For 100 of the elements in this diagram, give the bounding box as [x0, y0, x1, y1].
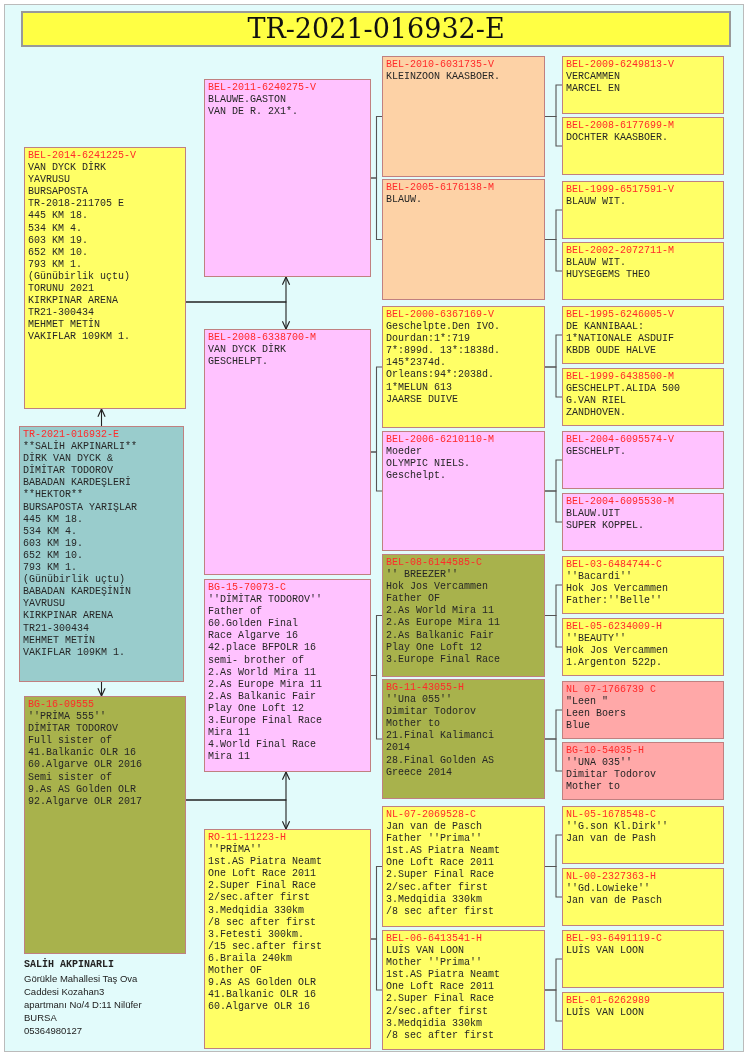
pedigree-card	[562, 431, 724, 489]
ring-number: BEL-2000-6367169-V	[386, 309, 496, 321]
pedigree-text: BABADAN KARDEŞLERİ	[23, 477, 133, 489]
pedigree-text: 1*MELUN 613	[386, 381, 453, 394]
ring-number: NL 07-1766739 C	[566, 684, 657, 696]
pedigree-text: One Loft Race 2011	[386, 857, 496, 869]
pedigree-text: 2.Super Final Race	[386, 993, 496, 1006]
ring-number: BEL-01-6262989	[566, 995, 651, 1006]
ring-number: BEL-2004-6095574-V	[566, 434, 676, 447]
pedigree-text: Mira 11	[208, 727, 251, 739]
connector-line	[544, 865, 563, 898]
pedigree-text: Mother ''Prima''	[386, 957, 483, 969]
pedigree-text: 9.As AS Golden OLR	[208, 977, 318, 989]
pedigree-text: VAN DYCK DİRK	[208, 344, 287, 357]
pedigree-text: Geschelpt.	[386, 470, 447, 483]
pedigree-card	[204, 79, 371, 277]
pedigree-text: Jan van de Pasch	[386, 821, 483, 833]
pedigree-text: 21.Final Kalimanci	[386, 730, 496, 743]
pedigree-text: LUİS VAN LOON	[566, 945, 645, 958]
pedigree-text: 60.Golden Final	[208, 618, 299, 630]
pedigree-text: 2.As Balkanic Fair	[208, 690, 318, 703]
pedigree-text: KIRKPINAR ARENA	[23, 610, 114, 623]
pedigree-text: Hok Jos Vercammen	[386, 581, 490, 593]
pedigree-text: Geschelpte.Den IVO.	[386, 321, 502, 333]
arrow	[185, 799, 291, 830]
arrow	[97, 681, 106, 697]
pedigree-text: MEHMET METİN	[23, 634, 96, 647]
arrow	[185, 301, 291, 330]
connector-line	[544, 490, 563, 523]
ring-number: BEL-06-6413541-H	[386, 933, 483, 944]
ring-number: BEL-1999-6517591-V	[566, 184, 676, 197]
pedigree-text: 603 KM 19.	[28, 234, 89, 247]
pedigree-text: 2.As Europe Mira 11	[208, 678, 324, 691]
pedigree-text: DİMİTAR TODOROV	[28, 723, 119, 735]
pedigree-card	[562, 868, 724, 926]
pedigree-card	[562, 618, 724, 676]
ring-number: BEL-2002-2072711-M	[566, 245, 676, 258]
ring-number: RO-11-11223-H	[208, 832, 287, 843]
pedigree-text: BLAUW.	[386, 194, 423, 207]
pedigree-text: GESCHELPT.ALIDA 500	[566, 383, 682, 396]
pedigree-text: VERCAMMEN	[566, 71, 621, 84]
pedigree-text: BURSAPOSTA	[28, 186, 89, 199]
pedigree-text: Semi sister of	[28, 771, 113, 784]
pedigree-text: 41.Balkanic OLR 16	[28, 747, 138, 759]
pedigree-text: 145*2374d.	[386, 357, 447, 369]
pedigree-text: ''Bacardi''	[566, 571, 633, 583]
pedigree-text: 793 KM 1.	[23, 562, 78, 574]
connector-line	[370, 938, 383, 991]
pedigree-text: 445 KM 18.	[28, 210, 89, 223]
ring-number: BEL-2011-6240275-V	[208, 82, 318, 95]
pedigree-card	[562, 242, 724, 300]
pedigree-text: Blue	[566, 720, 591, 733]
owner-address-text: apartmanı No/4 D:11 Nilüfer	[24, 998, 142, 1011]
pedigree-text: Jan van de Pash	[566, 833, 657, 846]
ring-number: BEL-2014-6241225-V	[28, 150, 138, 161]
connector-line	[370, 451, 383, 492]
pedigree-card	[19, 426, 184, 682]
pedigree-text: 2.As Europe Mira 11	[386, 617, 502, 630]
ring-number: BEL-2008-6177699-M	[566, 120, 676, 133]
pedigree-text: 92.Algarve OLR 2017	[28, 795, 144, 808]
ring-number: BEL-2010-6031735-V	[386, 59, 496, 72]
pedigree-text: 2.Super Final Race	[208, 880, 318, 892]
pedigree-text: LUİS VAN LOON	[566, 1007, 645, 1020]
pedigree-card	[24, 147, 186, 409]
pedigree-text: 2.As World Mira 11	[386, 605, 496, 617]
pedigree-card	[382, 930, 545, 1050]
pedigree-text: (Günübirlik uçtu)	[23, 574, 126, 586]
pedigree-text: 793 KM 1.	[28, 258, 83, 271]
ring-number: BEL-2009-6249813-V	[566, 59, 676, 72]
connector-line	[544, 614, 563, 648]
pedigree-card	[562, 681, 724, 739]
pedigree-card	[204, 579, 371, 772]
pedigree-text: Jan van de Pasch	[566, 895, 663, 908]
ring-number: TR-2021-016932-E	[23, 429, 120, 440]
pedigree-text: OLYMPIC NIELS.	[386, 458, 471, 470]
pedigree-card	[382, 806, 545, 927]
arrow	[97, 408, 106, 427]
pedigree-text: VAN DYCK DİRK	[28, 162, 107, 175]
ring-number: NL-07-2069528-C	[386, 809, 477, 821]
pedigree-text: 3.Europe Final Race	[208, 715, 324, 727]
pedigree-text: TR21-300434	[28, 307, 94, 319]
ring-number: BEL-2008-6338700-M	[208, 332, 318, 343]
pedigree-text: DİRK VAN DYCK &	[23, 453, 114, 465]
pedigree-card	[562, 181, 724, 239]
ring-number: BEL-05-6234009-H	[566, 621, 663, 633]
pedigree-text: 603 KM 19.	[23, 537, 84, 550]
pedigree-text: 3.Fetesti 300km.	[208, 928, 305, 941]
pedigree-text: MEHMET METİN	[28, 319, 101, 332]
pedigree-text: TR21-300434	[23, 622, 90, 634]
pedigree-text: Leen Boers	[566, 708, 627, 720]
pedigree-text: BURSAPOSTA YARIŞLAR	[23, 501, 139, 514]
pedigree-text: Mother OF	[208, 965, 263, 977]
pedigree-text: 1st.AS Piatra Neamt	[208, 856, 324, 868]
pedigree-text: Father ''Prima''	[386, 833, 483, 845]
owner-address-text: 05364980127	[24, 1024, 83, 1037]
pedigree-text: 1st.AS Piatra Neamt	[386, 969, 502, 981]
pedigree-card	[562, 806, 724, 864]
pedigree-text: Mira 11	[208, 751, 251, 764]
ring-number: BEL-2006-6210110-M	[386, 434, 496, 446]
pedigree-text: Mother to	[566, 781, 621, 794]
